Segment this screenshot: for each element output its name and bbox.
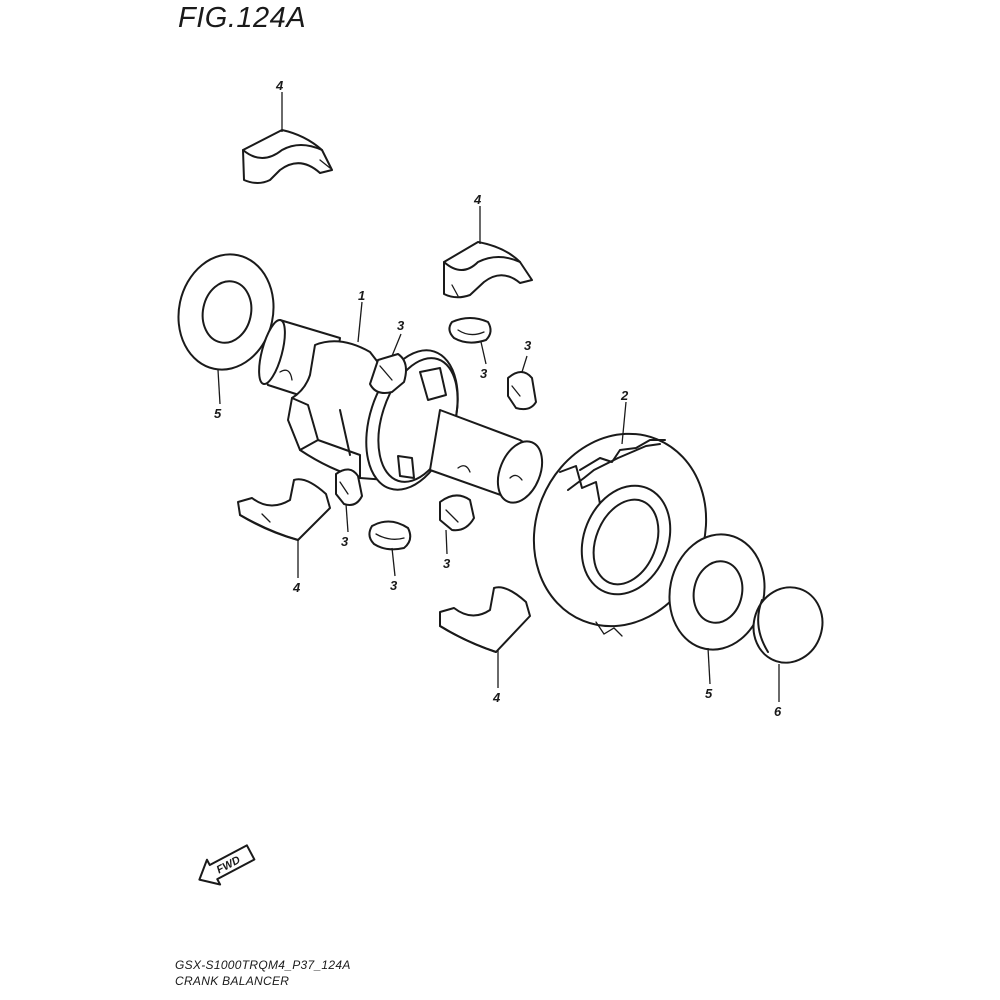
figure-title: FIG.124A: [178, 2, 307, 34]
callout-part-4-top[interactable]: 4: [275, 78, 284, 93]
balancer-weight-piece-4[interactable]: [335, 468, 363, 506]
bearing-shell-lower-right[interactable]: [439, 586, 531, 653]
balancer-weight-piece-2[interactable]: [448, 317, 492, 344]
model-code: GSX-S1000TRQM4_P37_124A: [175, 958, 351, 972]
callout-part-4-upper-right[interactable]: 4: [473, 192, 482, 207]
callout-labels: 4 4 1 3 3 3 5 2 3 3 3 4 4 5 6: [214, 78, 782, 719]
forward-arrow-icon: [198, 844, 256, 886]
callout-part-3-e[interactable]: 3: [390, 578, 398, 593]
bearing-shell-top[interactable]: [242, 129, 333, 184]
callout-part-5-right[interactable]: 5: [705, 686, 713, 701]
end-cap[interactable]: [744, 578, 832, 671]
callout-part-3-b[interactable]: 3: [480, 366, 488, 381]
callout-part-6[interactable]: 6: [774, 704, 782, 719]
callout-part-4-lower-right[interactable]: 4: [492, 690, 501, 705]
callout-part-3-f[interactable]: 3: [443, 556, 451, 571]
callout-part-3-d[interactable]: 3: [341, 534, 349, 549]
group-name: CRANK BALANCER: [175, 974, 290, 988]
bearing-shell-lower-left[interactable]: [237, 478, 331, 541]
callout-part-3-a[interactable]: 3: [397, 318, 405, 333]
bearing-shell-upper-right[interactable]: [443, 241, 533, 299]
callout-part-4-lower-left[interactable]: 4: [292, 580, 301, 595]
callout-part-1[interactable]: 1: [358, 288, 365, 303]
balancer-weight-piece-5[interactable]: [368, 520, 412, 551]
callout-part-3-c[interactable]: 3: [524, 338, 532, 353]
thrust-washer-right[interactable]: [659, 525, 775, 658]
balancer-shaft[interactable]: [254, 318, 551, 510]
balancer-weight-piece-6[interactable]: [439, 494, 475, 532]
balancer-driven-gear[interactable]: [505, 408, 734, 653]
leader-lines: [217, 92, 780, 702]
balancer-weight-piece-1[interactable]: [369, 353, 407, 394]
thrust-washer-left[interactable]: [168, 245, 284, 378]
callout-part-2[interactable]: 2: [620, 388, 629, 403]
balancer-weight-piece-3[interactable]: [507, 371, 537, 411]
fwd-indicator: FWD: [198, 844, 256, 886]
callout-part-5-left[interactable]: 5: [214, 406, 222, 421]
